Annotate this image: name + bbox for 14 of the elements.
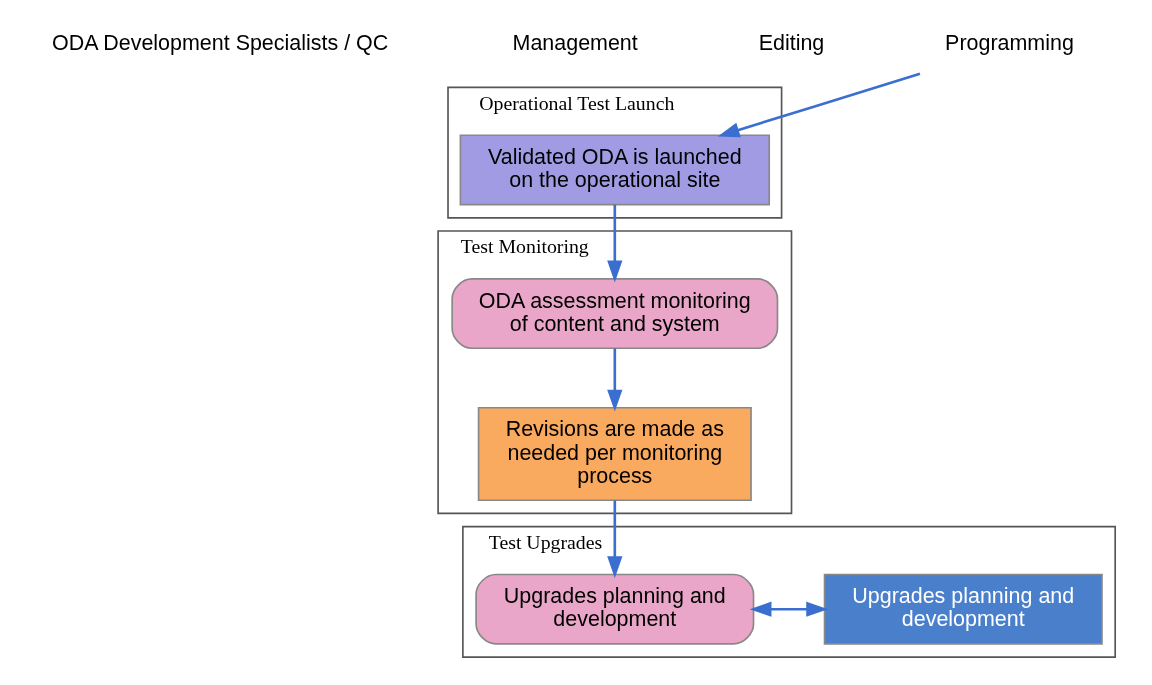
label: Management xyxy=(512,31,638,56)
node-box: Upgrades planning and development xyxy=(475,573,755,645)
arrow xyxy=(717,72,921,138)
arrow xyxy=(607,500,623,579)
node-text: Programming xyxy=(945,31,1074,56)
node-box: Revisions are made as needed per monitoring process xyxy=(477,406,752,502)
node-box: ODA assessment monitoring of content and system xyxy=(451,278,779,350)
node-box: Upgrades planning and development xyxy=(823,573,1103,645)
label: Editing xyxy=(758,31,825,56)
node-box: Validated ODA is launched on the operational site xyxy=(459,134,771,206)
arrow xyxy=(749,601,829,617)
arrow xyxy=(607,204,623,283)
arrow xyxy=(607,348,623,412)
label: ODA Development Specialists / QC xyxy=(52,31,389,56)
